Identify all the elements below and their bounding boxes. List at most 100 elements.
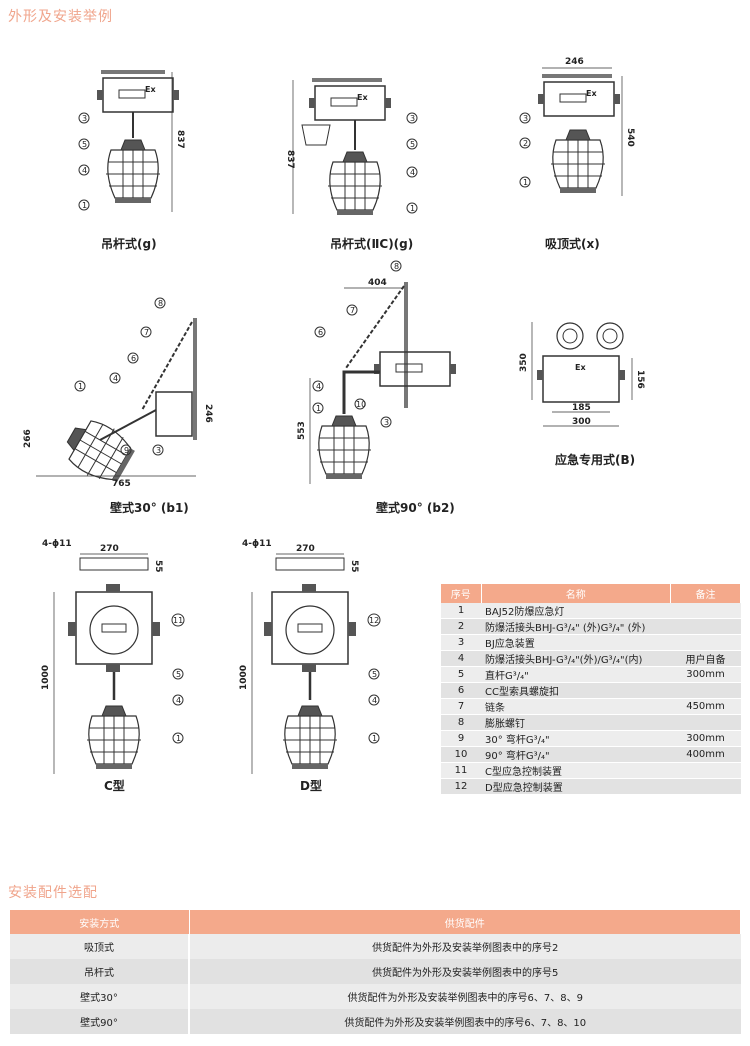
section-title-drawings: 外形及安装举例: [8, 9, 113, 25]
dim-b1-height-left: 266: [23, 429, 33, 448]
svg-text:1: 1: [523, 178, 528, 187]
svg-text:1: 1: [372, 734, 377, 743]
part-no: 10: [441, 746, 481, 763]
svg-text:3: 3: [384, 418, 389, 427]
part-no: 5: [441, 666, 481, 683]
dim-g-height: 837: [175, 130, 185, 149]
svg-text:1: 1: [410, 204, 415, 213]
part-no: 11: [441, 762, 481, 779]
svg-text:7: 7: [350, 306, 355, 315]
svg-text:1: 1: [78, 382, 83, 391]
svg-text:5: 5: [82, 140, 87, 149]
svg-text:8: 8: [158, 299, 163, 308]
section-title-fittings: 安装配件选配: [8, 885, 98, 901]
caption-b1: 壁式30° (b1): [110, 500, 189, 515]
header-note: 备注: [670, 584, 741, 603]
part-no: 2: [441, 618, 481, 635]
dim-b1-height-right: 246: [203, 404, 213, 423]
part-note: [670, 778, 741, 795]
svg-text:Ex: Ex: [575, 363, 586, 372]
dim-d-width: 270: [296, 544, 315, 554]
part-name: 30° 弯杆G³/₄": [481, 730, 671, 747]
part-no: 9: [441, 730, 481, 747]
dim-c-height: 1000: [41, 665, 51, 690]
table-row: 壁式30°供货配件为外形及安装举例图表中的序号6、7、8、9: [10, 984, 741, 1009]
ex-mark: Ex: [145, 85, 156, 94]
svg-text:1: 1: [176, 734, 181, 743]
part-no: 4: [441, 650, 481, 667]
dim-d-depth: 55: [349, 560, 359, 573]
svg-text:12: 12: [369, 616, 379, 625]
part-name: 防爆活接头BHJ-G³/₄"(外)/G³/₄"(内): [481, 650, 671, 667]
dim-d-holes: 4-ϕ11: [242, 539, 272, 549]
svg-text:4: 4: [372, 696, 377, 705]
header-method: 安装方式: [10, 910, 190, 934]
part-no: 3: [441, 634, 481, 651]
svg-text:6: 6: [131, 354, 136, 363]
supplied-parts: 供货配件为外形及安装举例图表中的序号2: [189, 934, 741, 959]
install-method: 壁式30°: [10, 984, 190, 1009]
part-note: [670, 714, 741, 731]
part-no: 7: [441, 698, 481, 715]
dim-x-width: 246: [565, 57, 584, 67]
svg-text:Ex: Ex: [586, 89, 597, 98]
parts-table-header: 序号 名称 备注: [441, 584, 741, 603]
dim-b-height-right: 156: [635, 370, 645, 389]
svg-text:4: 4: [410, 168, 415, 177]
svg-text:5: 5: [372, 670, 377, 679]
fittings-table: 安装方式 供货配件 吸顶式供货配件为外形及安装举例图表中的序号2 吊杆式供货配件…: [10, 910, 741, 1034]
drawing-emergency-b: Ex 350 156 185 300 应急专用式(B): [519, 322, 645, 467]
drawing-pendant-iic: Ex 837 3 5 4 1 吊杆式(ⅡC)(g): [285, 78, 418, 251]
dim-c-depth: 55: [153, 560, 163, 573]
header-parts: 供货配件: [189, 910, 741, 934]
dim-d-height: 1000: [239, 665, 249, 690]
part-name: 直杆G³/₄": [481, 666, 671, 683]
part-note: 300mm: [670, 666, 741, 683]
part-name: BAJ52防爆应急灯: [481, 603, 671, 619]
install-method: 壁式90°: [10, 1009, 190, 1034]
svg-text:1: 1: [316, 404, 321, 413]
svg-text:8: 8: [394, 262, 399, 271]
install-method: 吊杆式: [10, 959, 190, 984]
part-name: D型应急控制装置: [481, 778, 671, 795]
dim-b-width-outer: 300: [572, 417, 591, 427]
drawing-type-c: 4-ϕ11 270 55 1000 11 5 4 1 C型: [41, 539, 185, 793]
part-note: 300mm: [670, 730, 741, 747]
svg-text:11: 11: [173, 616, 183, 625]
drawing-ceiling-x: 246 Ex 540 3 2 1 吸顶式(x): [519, 57, 635, 251]
part-name: 防爆活接头BHJ-G³/₄" (外)G³/₄" (外): [481, 618, 671, 635]
caption-iic: 吊杆式(ⅡC)(g): [330, 236, 413, 251]
part-no: 12: [441, 778, 481, 795]
drawing-wall-b2: 404 553 8 7 6 4 1 10 3 壁式90° (b2): [297, 260, 457, 515]
caption-c: C型: [104, 778, 125, 793]
dim-c-holes: 4-ϕ11: [42, 539, 72, 549]
part-no: 6: [441, 682, 481, 699]
supplied-parts: 供货配件为外形及安装举例图表中的序号6、7、8、10: [189, 1009, 741, 1034]
dim-b2-width: 404: [368, 278, 387, 288]
part-name: C型应急控制装置: [481, 762, 671, 779]
svg-text:4: 4: [82, 166, 87, 175]
svg-text:5: 5: [176, 670, 181, 679]
caption-x: 吸顶式(x): [545, 236, 600, 251]
caption-g: 吊杆式(g): [101, 236, 157, 251]
part-name: BJ应急装置: [481, 634, 671, 651]
svg-text:1: 1: [82, 201, 87, 210]
part-name: 链条: [481, 698, 671, 715]
part-note: [670, 682, 741, 699]
table-row: 吸顶式供货配件为外形及安装举例图表中的序号2: [10, 934, 741, 959]
header-no: 序号: [441, 584, 482, 603]
svg-text:Ex: Ex: [357, 93, 368, 102]
svg-text:5: 5: [410, 140, 415, 149]
svg-text:3: 3: [523, 114, 528, 123]
